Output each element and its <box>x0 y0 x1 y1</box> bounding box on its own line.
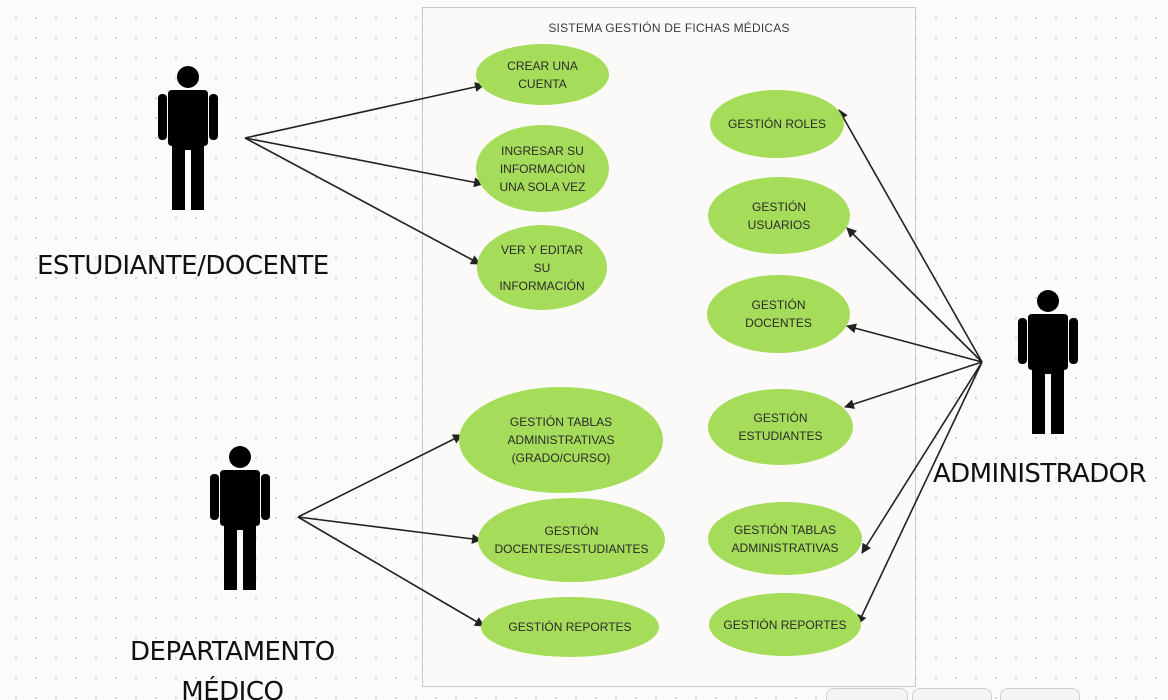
usecase-gestion-roles[interactable]: GESTIÓN ROLES <box>710 90 844 158</box>
toolbar-control-right[interactable] <box>1000 688 1080 700</box>
system-title: SISTEMA GESTIÓN DE FICHAS MÉDICAS <box>548 21 790 35</box>
toolbar-control-left[interactable] <box>826 688 908 700</box>
usecase-gestion-tablas-administrativas[interactable]: GESTIÓN TABLAS ADMINISTRATIVAS <box>708 502 862 575</box>
actor-medical-label: DEPARTAMENTO MÉDICO <box>130 637 335 700</box>
usecase-ver-editar-informacion[interactable]: VER Y EDITAR SU INFORMACIÓN <box>477 225 607 310</box>
actor-student-label: ESTUDIANTE/DOCENTE <box>37 251 329 281</box>
usecase-gestion-reportes-medico[interactable]: GESTIÓN REPORTES <box>481 597 659 657</box>
usecase-gestion-docentes-estudiantes[interactable]: GESTIÓN DOCENTES/ESTUDIANTES <box>478 498 665 582</box>
actor-admin-label: ADMINISTRADOR <box>933 459 1147 489</box>
toolbar-control-middle[interactable] <box>912 688 992 700</box>
actor-student-icon[interactable] <box>154 66 222 210</box>
usecase-gestion-estudiantes[interactable]: GESTIÓN ESTUDIANTES <box>708 389 853 465</box>
usecase-gestion-usuarios[interactable]: GESTIÓN USUARIOS <box>708 177 850 254</box>
usecase-crear-cuenta[interactable]: CREAR UNA CUENTA <box>476 44 609 105</box>
system-boundary <box>422 7 916 687</box>
usecase-gestion-docentes[interactable]: GESTIÓN DOCENTES <box>707 275 850 353</box>
usecase-gestion-tablas-grado-curso[interactable]: GESTIÓN TABLAS ADMINISTRATIVAS (GRADO/CU… <box>459 387 663 493</box>
usecase-ingresar-informacion[interactable]: INGRESAR SU INFORMACIÓN UNA SOLA VEZ <box>476 125 609 212</box>
actor-admin-icon[interactable] <box>1015 290 1081 434</box>
actor-medical-icon[interactable] <box>207 446 273 590</box>
usecase-gestion-reportes-admin[interactable]: GESTIÓN REPORTES <box>709 593 861 656</box>
